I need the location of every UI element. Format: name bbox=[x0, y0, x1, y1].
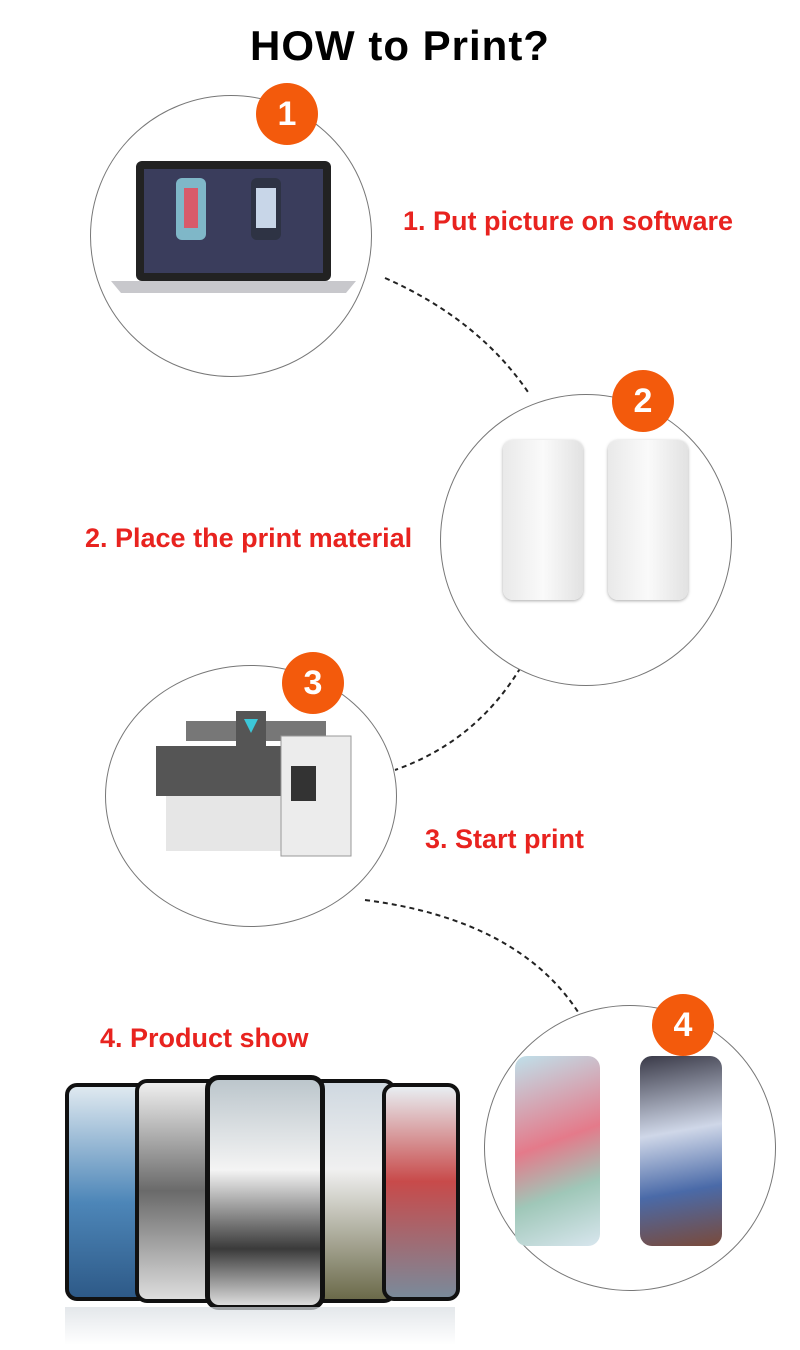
step-3-badge: 3 bbox=[282, 652, 344, 714]
step-1-badge: 1 bbox=[256, 83, 318, 145]
blank-phone-case bbox=[503, 440, 583, 600]
step-1-circle bbox=[90, 95, 372, 377]
reflection bbox=[65, 1307, 455, 1345]
step-3-label: 3. Start print bbox=[425, 824, 585, 854]
step-4-label: 4. Product show bbox=[100, 1023, 309, 1053]
step-2-label: 2. Place the print material bbox=[85, 523, 413, 553]
step-1-label: 1. Put picture on software bbox=[403, 206, 734, 236]
step-4-circle bbox=[484, 1005, 776, 1291]
laptop-image bbox=[111, 161, 356, 293]
page-title: HOW to Print? bbox=[250, 22, 550, 69]
printed-phone-case bbox=[640, 1056, 722, 1246]
step-4-badge: 4 bbox=[652, 994, 714, 1056]
step-2-badge: 2 bbox=[612, 370, 674, 432]
step-3-circle bbox=[105, 665, 397, 927]
product-photos bbox=[60, 1075, 470, 1345]
printed-phone-case bbox=[515, 1056, 600, 1246]
product-phone bbox=[382, 1083, 460, 1301]
blank-phone-case bbox=[608, 440, 688, 600]
step-2-circle bbox=[440, 394, 732, 686]
product-phone bbox=[205, 1075, 325, 1310]
printer-image bbox=[156, 711, 352, 857]
